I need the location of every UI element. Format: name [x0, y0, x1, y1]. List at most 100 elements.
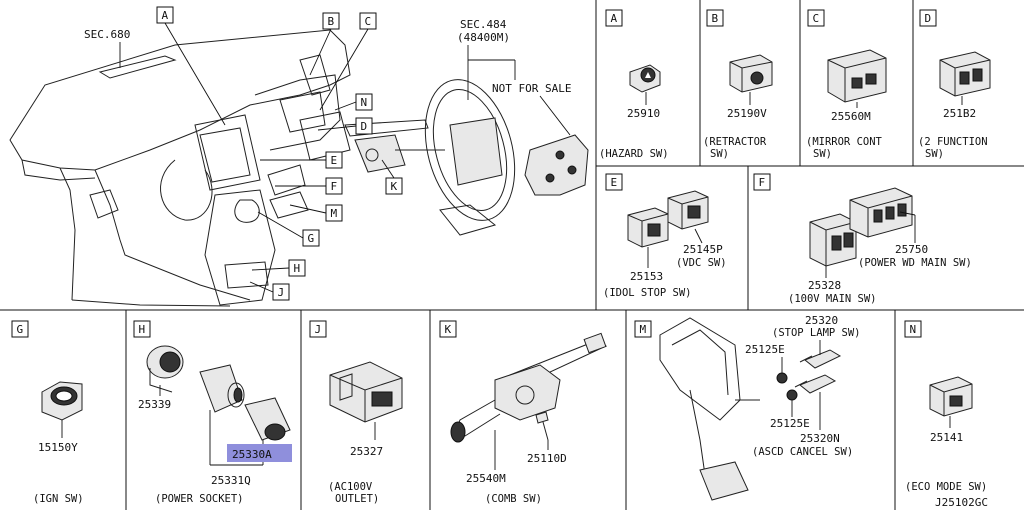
part-25145p-caption: (VDC SW) — [676, 257, 727, 269]
callout-g-letter: G — [308, 232, 315, 245]
callout-j[interactable]: J — [249, 281, 290, 301]
callout-k-letter: K — [391, 180, 398, 193]
part-25750: 25750 — [895, 243, 928, 256]
panel-k-letter-box — [439, 320, 457, 338]
panel-j-outlet[interactable]: J 25327 (AC100V OUTLET) — [309, 320, 403, 505]
panel-k-comb[interactable]: K 25540M 25110D (COMB SW) — [439, 320, 607, 505]
callout-m[interactable]: M — [289, 204, 343, 222]
callout-e[interactable]: E — [260, 151, 343, 169]
callout-d-letter: D — [361, 120, 368, 133]
panel-b-letter-box — [706, 9, 724, 27]
callout-j-letter: J — [278, 286, 285, 299]
part-25540m: 25540M — [466, 472, 506, 485]
panel-a-caption: (HAZARD SW) — [599, 148, 669, 160]
panel-c-letter: C — [813, 12, 820, 25]
retractor-switch-icon — [729, 54, 773, 93]
callout-k[interactable]: K — [381, 159, 403, 195]
main-100v-switch-icon — [809, 213, 857, 267]
panel-e-caption: (IDOL STOP SW) — [603, 287, 692, 299]
ac-outlet-icon — [329, 361, 403, 423]
eco-mode-switch-icon — [929, 376, 973, 417]
panel-a-hazard[interactable]: A 25910 (HAZARD SW) — [599, 9, 669, 160]
socket-ring-icon — [146, 345, 184, 393]
idol-stop-switch-icon — [627, 207, 669, 248]
panel-f-power-window[interactable]: F 25750 (POWER WD MAIN SW) 25328 (100V M… — [753, 173, 972, 305]
overview-callouts: A B C N D E F — [156, 6, 403, 301]
part-25750-caption: (POWER WD MAIN SW) — [858, 257, 972, 269]
panel-m-letter-box — [634, 320, 652, 338]
callout-h-letter: H — [294, 262, 301, 275]
panel-f-letter-box — [753, 173, 771, 191]
panel-a-letter: A — [611, 12, 618, 25]
callout-a[interactable]: A — [156, 6, 226, 126]
panel-c-mirror[interactable]: C 25560M (MIRROR CONT SW) — [806, 9, 887, 160]
panel-d-letter: D — [925, 12, 932, 25]
panel-j-letter-box — [309, 320, 327, 338]
panel-j-caption-1: (AC100V — [328, 481, 373, 493]
callout-f[interactable]: F — [275, 177, 343, 195]
screw-icon — [535, 411, 549, 441]
part-25320-caption: (STOP LAMP SW) — [772, 327, 861, 339]
panel-d-2function[interactable]: D 251B2 (2 FUNCTION SW) — [918, 9, 991, 160]
callout-b[interactable]: B — [309, 12, 340, 76]
sec-484-sub-label: (48400M) — [457, 31, 510, 44]
panel-n-eco[interactable]: N 25141 (ECO MODE SW) — [904, 320, 987, 493]
socket-body-icon — [199, 364, 245, 413]
panel-e-vdc-idolstop[interactable]: E 25145P (VDC SW) 25153 (IDOL STOP SW) — [603, 173, 727, 299]
callout-n[interactable]: N — [334, 93, 373, 111]
part-25328: 25328 — [808, 279, 841, 292]
panel-j-letter: J — [315, 323, 322, 336]
diagram-id: J25102GC — [935, 496, 988, 509]
callout-d[interactable]: D — [317, 117, 373, 135]
panel-h-letter: H — [139, 323, 146, 336]
callout-a-letter: A — [162, 9, 169, 22]
pedal-bracket-icon — [659, 317, 760, 501]
panel-h-power-socket[interactable]: H 25339 25330A 25331Q (POWER SOCKET) — [133, 320, 292, 505]
grommet-upper-icon — [776, 372, 788, 384]
panel-m-letter: M — [640, 323, 647, 336]
panel-c-caption-2: SW) — [813, 148, 832, 160]
ascd-cancel-switch-icon — [794, 374, 837, 394]
panel-d-caption-2: SW) — [925, 148, 944, 160]
part-25145p: 25145P — [683, 243, 723, 256]
sec-680-label: SEC.680 — [84, 28, 130, 41]
callout-h[interactable]: H — [251, 259, 306, 277]
part-25320n-caption: (ASCD CANCEL SW) — [752, 446, 853, 458]
panel-g-letter: G — [17, 323, 24, 336]
panel-b-caption-1: (RETRACTOR — [703, 136, 767, 148]
callout-e-letter: E — [331, 154, 338, 167]
mirror-switch-icon — [827, 49, 887, 103]
part-25320: 25320 — [805, 314, 838, 327]
panel-e-letter: E — [611, 176, 618, 189]
ignition-switch-icon — [41, 381, 83, 421]
panel-g-ign[interactable]: G 15150Y (IGN SW) — [11, 320, 84, 505]
callout-c[interactable]: C — [319, 12, 377, 111]
panel-c-letter-box — [807, 9, 825, 27]
stop-lamp-switch-icon — [799, 349, 842, 369]
panel-b-retractor[interactable]: B 25190V (RETRACTOR SW) — [703, 9, 773, 160]
part-25153: 25153 — [630, 270, 663, 283]
part-25125e-lower: 25125E — [770, 417, 810, 430]
panel-j-caption-2: OUTLET) — [335, 493, 379, 505]
comb-switch-icon — [450, 332, 607, 443]
socket-cap-icon — [244, 397, 291, 441]
panel-k-letter: K — [445, 323, 452, 336]
part-25331q: 25331Q — [211, 474, 251, 487]
callout-g[interactable]: G — [257, 211, 320, 247]
overview-labels: SEC.680 SEC.484 (48400M) NOT FOR SALE — [84, 18, 571, 136]
panel-k-caption: (COMB SW) — [485, 493, 542, 505]
part-25330a-highlight — [227, 444, 292, 462]
panel-g-caption: (IGN SW) — [33, 493, 84, 505]
callout-n-letter: N — [361, 96, 368, 109]
panel-h-letter-box — [133, 320, 151, 338]
overview-comb-switch — [344, 119, 430, 173]
panel-g-letter-box — [11, 320, 29, 338]
part-25320n: 25320N — [800, 432, 840, 445]
part-15150y: 15150Y — [38, 441, 78, 454]
panel-m-pedal[interactable]: M 25320 (STOP LAMP SW) 25125E 25125E 253… — [634, 314, 861, 501]
part-25110d: 25110D — [527, 452, 567, 465]
part-25910: 25910 — [627, 107, 660, 120]
dashboard-drawing — [9, 29, 351, 307]
panel-c-caption-1: (MIRROR CONT — [806, 136, 883, 148]
